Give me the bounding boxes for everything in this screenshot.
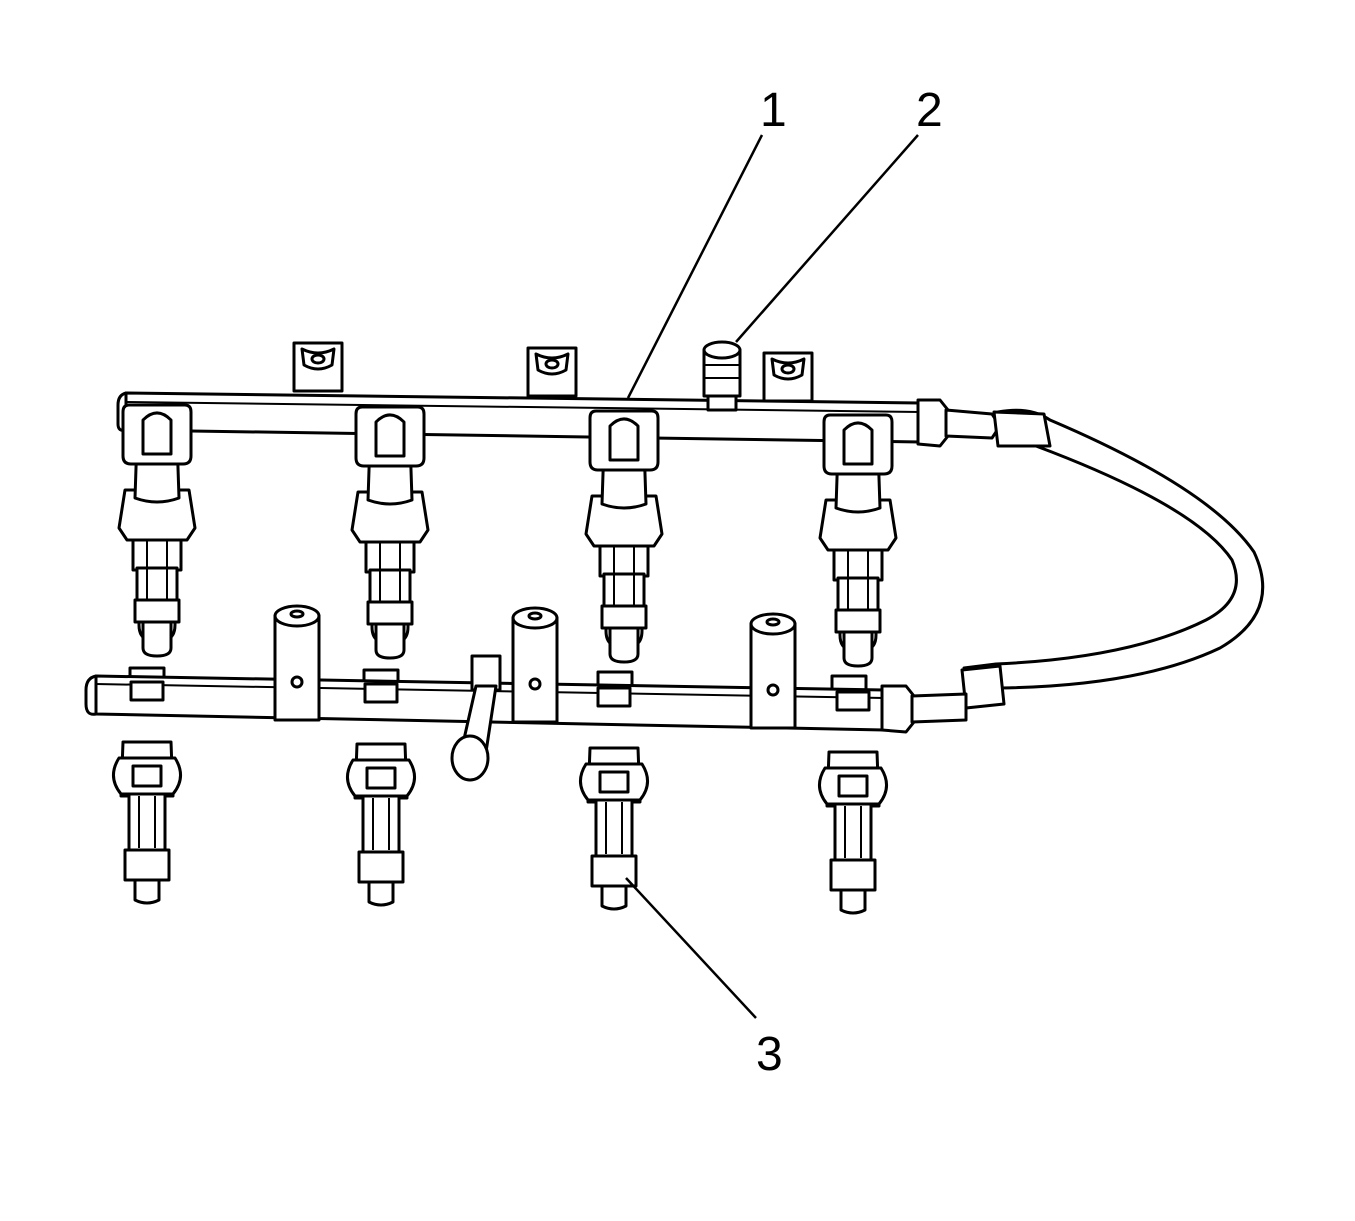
- callout-3: 3: [625, 877, 783, 1081]
- callout-label-1: 1: [760, 84, 787, 137]
- callout-label-3: 3: [756, 1028, 783, 1081]
- callout-2: 2: [735, 84, 943, 343]
- crossover-hose: [960, 408, 1265, 710]
- upper-fuel-rail: [116, 340, 1002, 668]
- lower-fuel-rail: [84, 604, 968, 915]
- callout-label-2: 2: [916, 84, 943, 137]
- callout-1: 1: [626, 84, 787, 399]
